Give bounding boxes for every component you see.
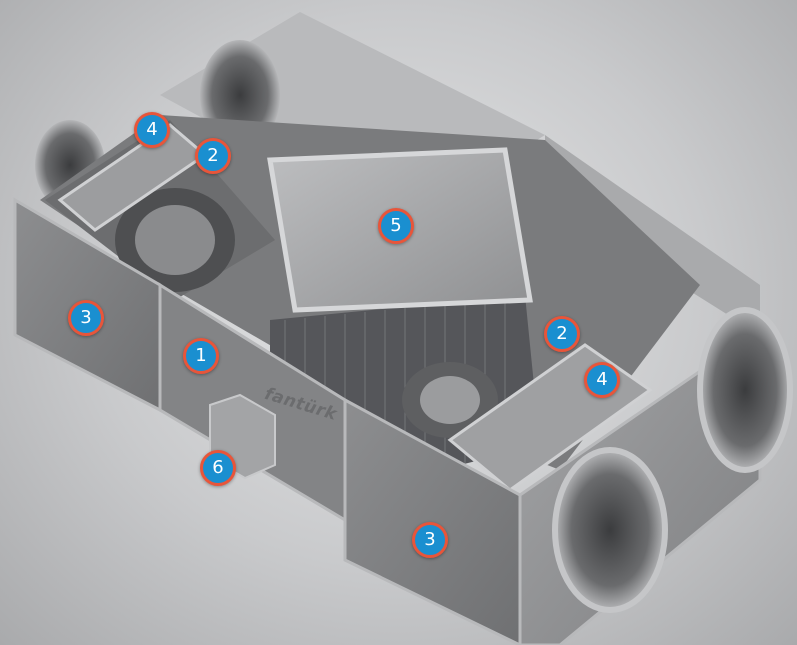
marker-4-right: 4 <box>584 362 620 398</box>
right-back-wall <box>545 135 760 335</box>
duct-front <box>552 447 668 613</box>
marker-6: 6 <box>200 450 236 486</box>
marker-5: 5 <box>378 208 414 244</box>
marker-2-right: 2 <box>544 316 580 352</box>
duct-right <box>697 307 793 473</box>
marker-3-right: 3 <box>412 522 448 558</box>
marker-3-left: 3 <box>68 300 104 336</box>
marker-2-left: 2 <box>195 138 231 174</box>
marker-4-left: 4 <box>134 112 170 148</box>
marker-1: 1 <box>183 338 219 374</box>
